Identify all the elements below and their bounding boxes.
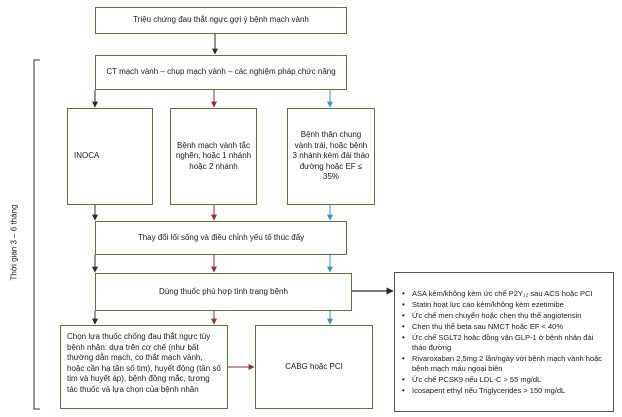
therapy-list: ASA kèm/không kèm ức chế P2Y₁₂ sau ACS h… [401,289,607,397]
symptom-text: Triệu chứng đau thắt ngực gợi ý bệnh mạc… [133,15,309,25]
cad-text: Bệnh mạch vành tắc nghẽn, hoặc 1 nhánh h… [175,140,252,171]
medication-text: Dùng thuốc phù hợp tình trạng bệnh [159,286,288,296]
therapy-item: Ức chế SGLT2 hoặc đồng vận GLP-1 ở bệnh … [401,333,607,352]
therapy-item: Chẹn thụ thể beta sau NMCT hoặc EF < 40% [401,322,607,332]
therapy-list-box: ASA kèm/không kèm ức chế P2Y₁₂ sau ACS h… [394,272,614,412]
left-main-box: Bệnh thân chung vành trái, hoặc bệnh 3 n… [287,108,375,205]
left-main-text: Bệnh thân chung vành trái, hoặc bệnh 3 n… [292,130,370,182]
period-bracket [33,59,40,410]
antianginal-box: Chọn lựa thuốc chống đau thắt ngực tùy b… [60,325,228,409]
therapy-item: Ức chế men chuyển hoặc chẹn thụ thể angi… [401,311,607,321]
inoca-text: INOCA [74,151,100,161]
medication-box: Dùng thuốc phù hợp tình trạng bệnh [95,273,352,311]
therapy-item: Icosapent ethyl nếu Triglycerides > 150 … [401,386,607,396]
diagnostics-box: CT mạch vành – chụp mạch vành – các nghi… [95,55,347,90]
cad-box: Bệnh mạch vành tắc nghẽn, hoặc 1 nhánh h… [170,108,257,205]
therapy-item: ASA kèm/không kèm ức chế P2Y₁₂ sau ACS h… [401,289,607,299]
lifestyle-box: Thay đổi lối sống và điều chỉnh yếu tố t… [95,221,347,255]
antianginal-text: Chọn lựa thuốc chống đau thắt ngực tùy b… [67,332,221,394]
therapy-item: Ức chế PCSK9 nếu LDL-C > 55 mg/dL [401,375,607,385]
diagnostics-text: CT mạch vành – chụp mạch vành – các nghi… [106,67,336,77]
inoca-box: INOCA [67,108,153,205]
period-label-text: Thời gian 3 – 6 tháng [9,204,19,280]
therapy-item: Rivaroxaban 2,5mg 2 lần/ngày với bệnh mạ… [401,354,607,373]
therapy-item: Statin hoạt lực cao kèm/không kèm ezetim… [401,300,607,310]
lifestyle-text: Thay đổi lối sống và điều chỉnh yếu tố t… [137,232,305,242]
period-label: Thời gian 3 – 6 tháng [7,182,21,302]
revasc-box: CABG hoặc PCI [255,325,373,409]
symptom-box: Triệu chứng đau thắt ngực gợi ý bệnh mạc… [95,7,347,34]
revasc-text: CABG hoặc PCI [285,361,343,371]
